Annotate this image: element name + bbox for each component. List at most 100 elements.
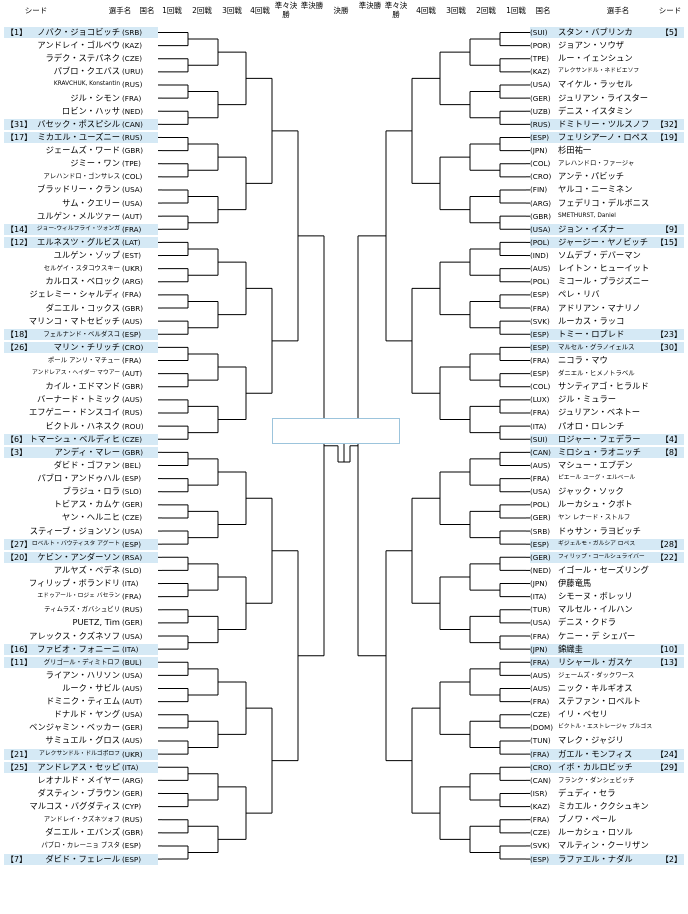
player-row: ドナルド・ヤング(USA) <box>4 709 158 720</box>
country-code: (URU) <box>122 67 144 77</box>
header-right-3: 3回戦 <box>446 6 466 15</box>
player-row: (USA)ジョン・イズナー【9】 <box>530 223 684 235</box>
player-name: ミカエル・ユーズニー <box>37 131 120 142</box>
player-name: ケビン・アンダーソン <box>37 551 120 562</box>
player-name: ピエール ユーグ・エルベール <box>558 475 636 482</box>
country-code: (FRA) <box>530 815 550 825</box>
player-name: ミコール・プラジズニー <box>558 276 650 287</box>
country-code: (CAN) <box>530 447 551 457</box>
player-name: ダビド・フェレール <box>45 853 120 864</box>
player-row: (GBR)SMETHURST, Daniel <box>530 211 684 222</box>
player-row: 【18】フェルナンド・ベルダスコ(ESP) <box>4 328 158 340</box>
seed-label: 【20】 <box>6 552 33 562</box>
player-name: マルティン・クーリザン <box>558 840 649 851</box>
player-name: ルーカシュ・クボト <box>558 499 633 510</box>
player-name: ブノワ・ペール <box>558 814 617 825</box>
country-code: (CAN) <box>530 775 551 785</box>
player-name: ヤルコ・ニーミネン <box>558 184 633 195</box>
header-right-5: 1回戦 <box>506 6 526 15</box>
country-code: (GER) <box>122 788 143 798</box>
country-code: (USA) <box>530 80 551 90</box>
player-row: フィリップ・ボランドリ(ITA) <box>4 578 158 589</box>
player-row: (FRA)アドリアン・マナリノ <box>530 303 684 314</box>
country-code: (FIN) <box>530 185 548 195</box>
country-code: (USA) <box>530 487 551 497</box>
player-row: ジル・シモン(FRA) <box>4 93 158 104</box>
country-code: (USA) <box>122 631 143 641</box>
player-row: 【3】アンディ・マレー(GBR) <box>4 446 158 458</box>
player-row: (JPN)錦織圭【10】 <box>530 643 684 655</box>
country-code: (USA) <box>122 526 143 536</box>
player-name: スティーブ・ジョンソン <box>29 525 120 536</box>
player-row: ブラッドリー・クラン(USA) <box>4 184 158 195</box>
player-name: エルネスツ・グルビス <box>37 236 120 247</box>
seed-label: 【28】 <box>655 539 682 549</box>
player-name: アンドレアス・ヘイダー マウアー <box>32 370 120 377</box>
player-name: ジェームズ・ダックワース <box>558 670 635 679</box>
country-code: (CZE) <box>530 828 551 838</box>
player-name: トビアス・カムケ <box>53 499 120 510</box>
player-row: ジミー・ワン(TPE) <box>4 158 158 169</box>
player-name: ステファン・ロベルト <box>558 696 641 707</box>
country-code: (RUS) <box>122 815 143 825</box>
country-code: (ESP) <box>122 854 142 864</box>
player-row: (ITA)パオロ・ロレンチ <box>530 421 684 432</box>
seed-label: 【25】 <box>6 762 33 772</box>
player-row: (ESP)ダニエル・ヒメノトラベル <box>530 368 684 379</box>
player-row: (POL)ミコール・プラジズニー <box>530 276 684 287</box>
player-name: パブロ・アンドゥハル <box>37 473 120 484</box>
player-row: (SUI)ロジャー・フェデラー【4】 <box>530 433 684 445</box>
player-name: ジル・シモン <box>70 92 120 103</box>
player-name: ジル・ミュラー <box>558 394 617 405</box>
player-name: パオロ・ロレンチ <box>558 420 625 431</box>
player-name: ニコラ・マウ <box>558 355 608 365</box>
player-name: バセック・ポスピシル <box>37 118 120 129</box>
player-row: (CZE)イリ・ベセリ <box>530 709 684 720</box>
player-row: ビクトル・ハネスク(ROU) <box>4 421 158 432</box>
player-row: (AUS)ニック・キルギオス <box>530 683 684 694</box>
player-row: (KAZ)アレクサンドル・ネドビエソフ <box>530 66 684 77</box>
player-name: イゴール・セーズリング <box>558 564 649 575</box>
player-row: (FRA)ケニー・デ シェパー <box>530 631 684 642</box>
country-code: (ISR) <box>530 788 548 798</box>
player-row: スティーブ・ジョンソン(USA) <box>4 526 158 537</box>
country-code: (CYP) <box>122 802 142 812</box>
seed-label: 【5】 <box>660 28 682 37</box>
country-code: (TUR) <box>530 605 551 615</box>
player-row: アンドレイ・ゴルベウ(KAZ) <box>4 40 158 51</box>
player-row: ヤン・ヘルニヒ(CZE) <box>4 512 158 523</box>
player-row: (TUN)マレク・ジャジリ <box>530 735 684 746</box>
player-name: フィリップ・コールシュライバー <box>558 553 645 560</box>
player-name: ヤン・ヘルニヒ <box>61 512 120 523</box>
player-name: アレクサンドル・ドルゴポロフ <box>38 750 120 757</box>
country-code: (SLO) <box>122 565 142 575</box>
player-name: フィリップ・ボランドリ <box>28 578 120 589</box>
player-row: ダニエル・エバンズ(GBR) <box>4 827 158 838</box>
player-row: (POL)ジャージー・ヤノビッチ【15】 <box>530 236 684 248</box>
country-code: (GER) <box>122 618 143 628</box>
player-name: カルロス・ベロック <box>45 276 120 287</box>
country-code: (ESP) <box>122 329 142 339</box>
country-code: (JPN) <box>530 579 548 589</box>
player-row: (JPN)伊藤竜馬 <box>530 578 684 589</box>
header-left-4: 2回戦 <box>192 6 212 15</box>
player-name: SMETHURST, Daniel <box>558 212 616 219</box>
header-left-5: 3回戦 <box>222 6 242 15</box>
player-row: アンドレアス・ヘイダー マウアー(AUT) <box>4 368 158 379</box>
player-name: イリ・ベセリ <box>558 709 608 720</box>
player-row: (GER)フィリップ・コールシュライバー【22】 <box>530 551 684 563</box>
player-row: サミュエル・グロス(AUS) <box>4 735 158 746</box>
country-code: (USA) <box>530 618 551 628</box>
player-name: ルー・イェンシュン <box>558 53 633 64</box>
player-row: パブロ・カレーニョ ブスタ(ESP) <box>4 840 158 851</box>
country-code: (ITA) <box>122 644 139 654</box>
country-code: (UKR) <box>122 264 143 274</box>
player-name: ダニエル・ヒメノトラベル <box>558 369 635 378</box>
player-row: 【11】グリゴール・ディミトロフ(BUL) <box>4 656 158 668</box>
player-name: サミュエル・グロス <box>45 735 120 746</box>
country-code: (GBR) <box>122 447 144 457</box>
country-code: (RUS) <box>122 80 143 90</box>
player-row: (JPN)杉田祐一 <box>530 145 684 156</box>
final-result-box <box>272 418 400 444</box>
player-name: ダスティン・ブラウン <box>37 787 120 798</box>
